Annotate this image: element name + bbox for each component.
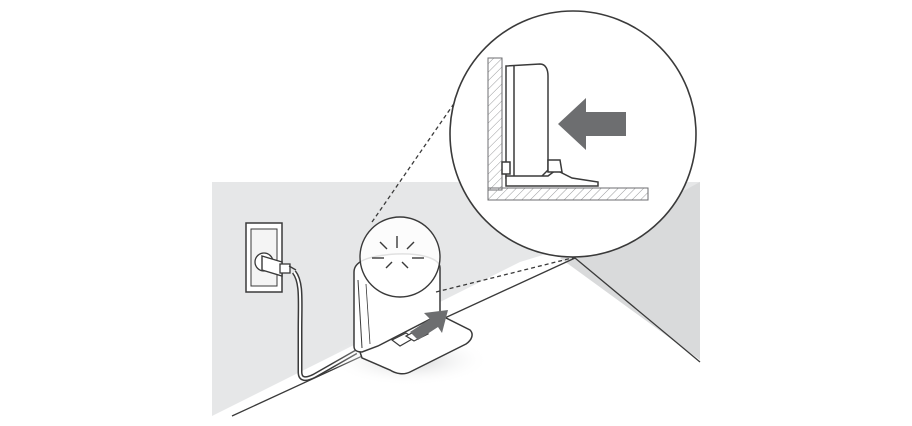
magnifier-small: [359, 216, 441, 298]
zoom-floor: [487, 187, 649, 201]
zoom-wall: [487, 57, 503, 191]
push-arrow-icon-small: [410, 310, 448, 340]
callout-lines: [371, 91, 581, 293]
push-arrow-icon: [558, 98, 626, 150]
power-plug-icon: [261, 255, 297, 277]
floor-edge-right: [574, 257, 701, 363]
zoom-dock-profile: [501, 63, 599, 187]
side-wall: [560, 182, 700, 360]
